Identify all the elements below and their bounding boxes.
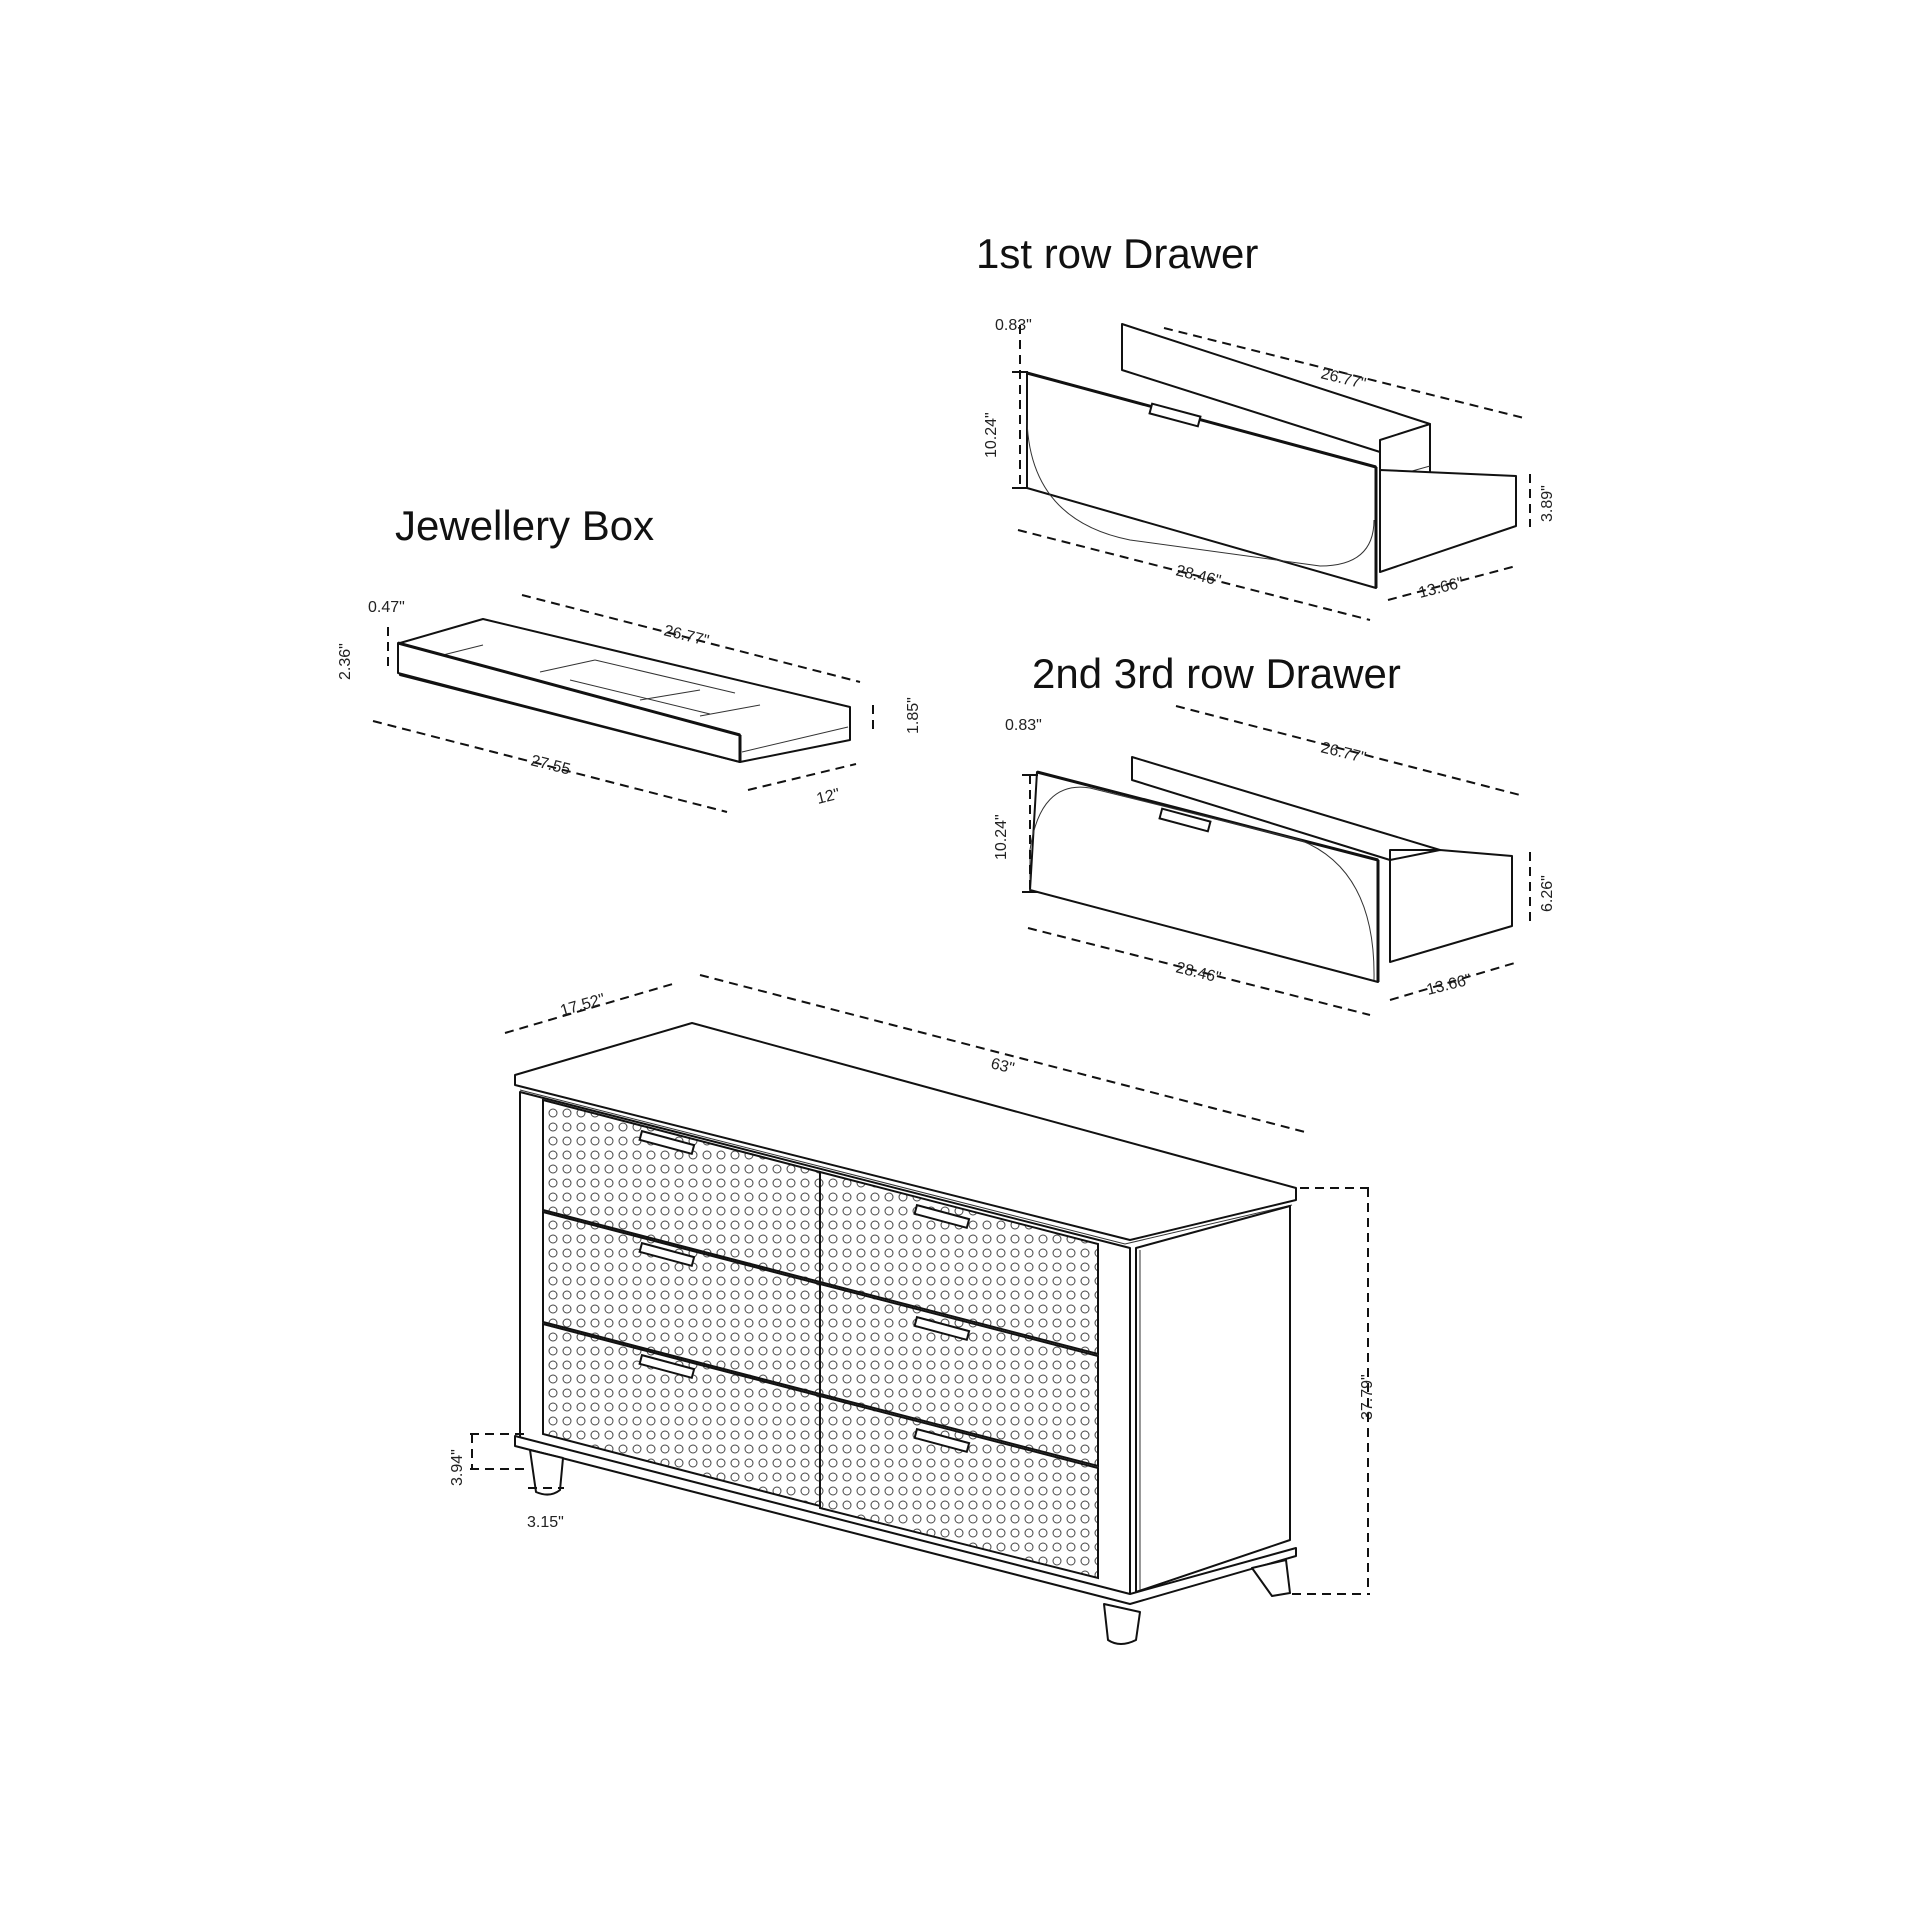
drawer-middle-right <box>819 1282 1099 1468</box>
dim-box-height: 1.85" <box>905 697 922 734</box>
dresser: 17.52" 63" 37.79" 3.94" 3.15" <box>449 974 1376 1645</box>
dresser-base <box>514 1435 1297 1605</box>
dim-front-width: 28.46" <box>1174 959 1222 987</box>
dim-dresser-width: 63" <box>989 1055 1016 1077</box>
first-row-drawer-title: 1st row Drawer <box>976 230 1258 277</box>
second-third-row-drawer: 2nd 3rd row Drawer 10.24" 0.83" 26.77" 2… <box>993 650 1556 1016</box>
dresser-leg <box>1103 1603 1141 1645</box>
dim-front-width: 27.55 <box>529 752 572 778</box>
dim-box-height: 6.26" <box>1539 875 1556 912</box>
drawer-side-panel <box>1389 849 1513 963</box>
dim-inner-length: 26.77" <box>1319 365 1367 393</box>
dim-front-thickness: 0.47" <box>368 599 405 616</box>
dim-dresser-height: 37.79" <box>1359 1374 1376 1420</box>
drawer-handle-icon <box>913 1203 971 1230</box>
drawer-front-panel <box>1029 771 1379 983</box>
dresser-leg <box>1251 1559 1291 1597</box>
dim-depth: 13.66" <box>1425 971 1473 999</box>
dim-inner-length: 26.77" <box>1319 739 1367 767</box>
drawer-handle-icon <box>913 1315 971 1342</box>
dim-depth: 12" <box>815 786 842 808</box>
dim-dresser-depth: 17.52" <box>558 991 607 1020</box>
dim-leg-width: 3.15" <box>527 1514 564 1531</box>
jewellery-box-title: Jewellery Box <box>395 502 654 549</box>
drawer-handle-icon <box>638 1241 696 1268</box>
drawer-handle-icon <box>913 1427 971 1454</box>
dim-front-thickness: 0.83" <box>995 317 1032 334</box>
drawer-bottom-right <box>819 1394 1099 1580</box>
dim-front-width: 28.46" <box>1174 562 1222 590</box>
dresser-side-panel <box>1135 1205 1291 1593</box>
drawer-handle-icon <box>1148 402 1202 428</box>
tray-body <box>399 618 851 763</box>
dresser-leg <box>529 1449 564 1496</box>
dim-front-thickness: 0.83" <box>1005 717 1042 734</box>
dim-front-height: 2.36" <box>337 643 354 680</box>
dim-front-height: 10.24" <box>983 412 1000 458</box>
drawer-handle-icon <box>638 1353 696 1380</box>
dresser-top <box>514 1022 1297 1241</box>
dim-leg-height: 3.94" <box>449 1449 466 1486</box>
first-row-drawer: 1st row Drawer 10.24" 0.83" 26.77" 28.46… <box>976 230 1556 621</box>
dim-box-height: 3.89" <box>1539 485 1556 522</box>
front-curve <box>1029 786 1375 981</box>
drawer-side-panel <box>1379 469 1517 573</box>
second-third-row-drawer-title: 2nd 3rd row Drawer <box>1032 650 1401 697</box>
dim-depth: 13.66" <box>1417 574 1465 602</box>
drawer-handle-icon <box>638 1129 696 1156</box>
drawer-handle-icon <box>1158 807 1212 833</box>
jewellery-box: Jewellery Box 2.36" 0.47" 26.77" 27.55 1… <box>337 502 922 813</box>
front-curve <box>1026 419 1375 567</box>
dim-front-height: 10.24" <box>993 814 1010 860</box>
dim-inner-length: 26.77" <box>662 622 710 650</box>
drawer-top-right <box>819 1170 1099 1356</box>
